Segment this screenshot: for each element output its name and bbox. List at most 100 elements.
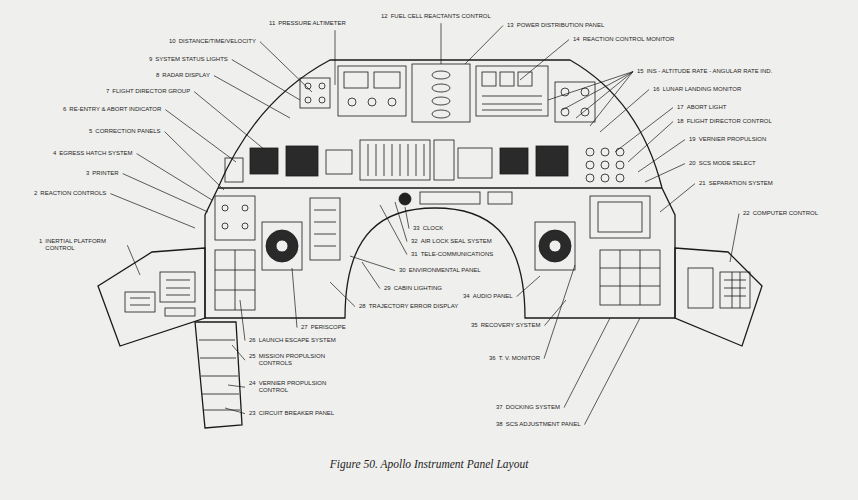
part-name: COMPUTER CONTROL <box>753 210 818 217</box>
callout-number: 19 <box>689 136 696 143</box>
leader-line <box>240 300 245 341</box>
part-name: INS - ALTITUDE RATE - ANGULAR RATE IND. <box>647 68 773 75</box>
callout: 1INERTIAL PLATFORM CONTROL <box>38 238 124 252</box>
part-name: FLIGHT DIRECTOR CONTROL <box>687 118 772 125</box>
leader-line <box>628 122 673 162</box>
callout-number: 18 <box>677 118 684 125</box>
callout-number: 22 <box>743 210 750 217</box>
part-name: CABIN LIGHTING <box>394 285 442 292</box>
leader-line <box>465 26 503 64</box>
leader-line <box>232 60 300 100</box>
callout: 2REACTION CONTROLS <box>33 190 107 197</box>
leader-line <box>194 92 265 150</box>
figure-caption: Figure 50. Apollo Instrument Panel Layou… <box>0 458 858 470</box>
leader-line <box>564 318 610 408</box>
leader-line <box>517 276 540 297</box>
callout-number: 23 <box>249 410 256 417</box>
part-name: ABORT LIGHT <box>687 104 727 111</box>
callout-number: 26 <box>249 337 256 344</box>
callout: 38SCS ADJUSTMENT PANEL <box>495 421 581 428</box>
callout-number: 12 <box>381 13 388 20</box>
callout-number: 13 <box>507 22 514 29</box>
callout: 32AIR LOCK SEAL SYSTEM <box>410 238 493 245</box>
part-name: FUEL CELL REACTANTS CONTROL <box>391 13 491 20</box>
leader-line <box>562 72 633 110</box>
part-name: CIRCUIT BREAKER PANEL <box>259 410 334 417</box>
callout: 17ABORT LIGHT <box>676 104 727 111</box>
callout-number: 3 <box>86 170 89 177</box>
callout-number: 27 <box>301 324 308 331</box>
part-name: EGRESS HATCH SYSTEM <box>59 150 132 157</box>
part-name: REACTION CONTROL MONITOR <box>583 36 675 43</box>
part-name: PRESSURE ALTIMETER <box>278 20 346 27</box>
leader-line <box>645 164 685 182</box>
leader-line <box>380 205 407 255</box>
leader-line <box>441 23 442 64</box>
leader-line <box>228 385 245 387</box>
leader-line <box>232 345 245 360</box>
part-name: CORRECTION PANELS <box>95 128 160 135</box>
part-name: REACTION CONTROLS <box>40 190 106 197</box>
callout: 33CLOCK <box>412 225 444 232</box>
callout: 4EGRESS HATCH SYSTEM <box>52 150 134 157</box>
callout-number: 16 <box>653 86 660 93</box>
part-name: SYSTEM STATUS LIGHTS <box>155 56 227 63</box>
part-name: ENVIRONMENTAL PANEL <box>409 267 481 274</box>
leader-line <box>590 72 633 126</box>
part-name: MISSION PROPULSION CONTROLS <box>259 353 339 367</box>
callout-number: 34 <box>463 293 470 300</box>
part-name: SEPARATION SYSTEM <box>709 180 773 187</box>
callout: 9SYSTEM STATUS LIGHTS <box>148 56 229 63</box>
callout-number: 33 <box>413 225 420 232</box>
part-name: RECOVERY SYSTEM <box>481 322 541 329</box>
callout: 11PRESSURE ALTIMETER <box>268 20 347 27</box>
leader-line <box>335 30 336 85</box>
callout: 3PRINTER <box>85 170 120 177</box>
leader-line <box>730 214 739 262</box>
callout: 13POWER DISTRIBUTION PANEL <box>506 22 605 29</box>
callout-number: 30 <box>399 267 406 274</box>
leader-line <box>330 282 355 307</box>
callout-number: 7 <box>106 88 109 95</box>
part-name: SCS ADJUSTMENT PANEL <box>506 421 581 428</box>
callout-number: 9 <box>149 56 152 63</box>
callout-number: 28 <box>359 303 366 310</box>
callout: 6RE-ENTRY & ABORT INDICATOR <box>62 106 162 113</box>
callout: 30ENVIRONMENTAL PANEL <box>398 267 482 274</box>
callout-number: 36 <box>489 355 496 362</box>
callout: 18FLIGHT DIRECTOR CONTROL <box>676 118 773 125</box>
leader-line <box>405 207 409 229</box>
callout-number: 8 <box>156 72 159 79</box>
callout-number: 2 <box>34 190 37 197</box>
callout-number: 38 <box>496 421 503 428</box>
callout-number: 15 <box>637 68 644 75</box>
leader-line <box>292 268 297 328</box>
callout-number: 1 <box>39 238 42 245</box>
callout-number: 21 <box>699 180 706 187</box>
part-name: VERNIER PROPULSION CONTROL <box>259 380 339 394</box>
part-name: DISTANCE/TIME/VELOCITY <box>179 38 256 45</box>
leader-line <box>544 300 566 326</box>
leader-line <box>260 42 312 92</box>
callout: 22COMPUTER CONTROL <box>742 210 819 217</box>
callout: 35RECOVERY SYSTEM <box>470 322 541 329</box>
callout: 29CABIN LIGHTING <box>383 285 443 292</box>
leader-line <box>362 262 380 289</box>
callout-number: 32 <box>411 238 418 245</box>
part-name: TRAJECTORY ERROR DISPLAY <box>369 303 459 310</box>
callout: 27PERISCOPE <box>300 324 347 331</box>
leader-line <box>584 318 640 425</box>
callout-number: 31 <box>411 251 418 258</box>
callout: 23CIRCUIT BREAKER PANEL <box>248 410 335 417</box>
leader-line <box>123 174 208 212</box>
leader-line <box>548 72 633 100</box>
callout: 34AUDIO PANEL <box>462 293 514 300</box>
callout: 20SCS MODE SELECT <box>688 160 757 167</box>
callout: 8RADAR DISPLAY <box>155 72 211 79</box>
leader-line <box>165 132 224 190</box>
callout-number: 6 <box>63 106 66 113</box>
callout: 14REACTION CONTROL MONITOR <box>572 36 675 43</box>
part-name: PRINTER <box>92 170 118 177</box>
part-name: LAUNCH ESCAPE SYSTEM <box>259 337 336 344</box>
